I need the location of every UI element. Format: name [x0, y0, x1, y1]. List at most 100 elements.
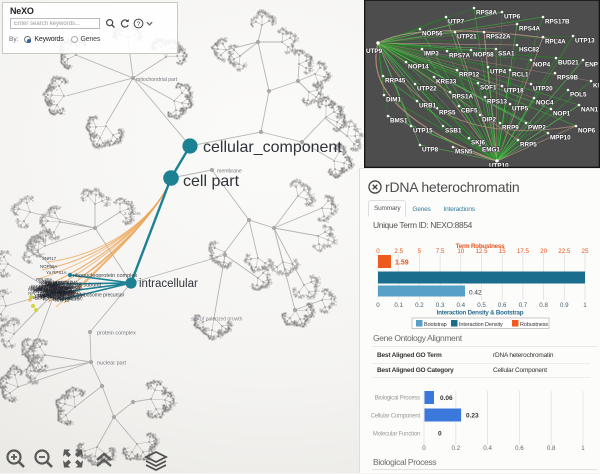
svg-text:IMP4: IMP4	[36, 285, 47, 290]
svg-text:RPS1A: RPS1A	[452, 94, 473, 101]
svg-text:RPL37A: RPL37A	[47, 283, 64, 288]
svg-text:DIP2: DIP2	[59, 286, 70, 291]
svg-text:GAR1: GAR1	[39, 293, 52, 298]
svg-text:MRT4: MRT4	[48, 284, 61, 289]
svg-text:KR: KR	[593, 83, 600, 90]
svg-text:PWP2: PWP2	[62, 295, 75, 300]
svg-text:NOP56: NOP56	[59, 290, 74, 296]
svg-text:RPS24B: RPS24B	[48, 281, 65, 286]
svg-text:RRP45: RRP45	[385, 78, 406, 85]
svg-text:0.6: 0.6	[515, 445, 524, 452]
svg-text:Cellular Component: Cellular Component	[371, 414, 421, 420]
svg-text:Robustness: Robustness	[520, 322, 548, 328]
svg-text:1: 1	[583, 302, 587, 309]
svg-text:mitochondrial part: mitochondrial part	[136, 77, 178, 83]
svg-text:SNU13: SNU13	[40, 294, 55, 299]
svg-text:RPS16: RPS16	[51, 289, 66, 295]
svg-text:UTP21: UTP21	[457, 34, 477, 41]
svg-text:NHP2: NHP2	[39, 284, 52, 289]
svg-text:RRP9: RRP9	[502, 125, 519, 132]
svg-text:UTP13: UTP13	[34, 287, 49, 292]
svg-text:UTP9: UTP9	[366, 48, 383, 55]
svg-text:25: 25	[582, 248, 589, 255]
svg-text:RPL23A: RPL23A	[68, 293, 85, 298]
svg-text:POL5: POL5	[570, 92, 587, 99]
svg-text:HSC82: HSC82	[519, 47, 540, 54]
svg-text:RPL4A: RPL4A	[43, 297, 57, 302]
svg-text:SOF1: SOF1	[41, 282, 53, 287]
svg-text:RPF2: RPF2	[61, 291, 73, 296]
svg-text:SNU13: SNU13	[50, 289, 65, 295]
svg-text:RRP9: RRP9	[49, 287, 62, 292]
svg-text:MSN5: MSN5	[455, 149, 473, 156]
svg-text:Molecular Function: Molecular Function	[373, 432, 420, 438]
svg-text:10: 10	[457, 248, 464, 255]
svg-text:SNR17: SNR17	[42, 256, 57, 261]
svg-text:GAR1: GAR1	[41, 293, 54, 299]
svg-text:NHP2: NHP2	[48, 284, 61, 289]
svg-text:IMP4: IMP4	[62, 286, 73, 291]
svg-text:RPL23A: RPL23A	[57, 289, 74, 295]
svg-text:SOF1: SOF1	[480, 85, 497, 92]
svg-text:RPL16B: RPL16B	[59, 289, 76, 294]
svg-text:NOG1: NOG1	[42, 292, 55, 298]
svg-text:SKI6: SKI6	[471, 140, 485, 147]
svg-text:12.5: 12.5	[475, 248, 488, 255]
svg-text:RPL11B: RPL11B	[63, 296, 80, 301]
svg-text:RPS17B: RPS17B	[545, 19, 570, 26]
svg-text:cell part: cell part	[183, 173, 240, 190]
svg-text:NOC4: NOC4	[536, 100, 554, 107]
svg-text:Interaction Density: Interaction Density	[459, 322, 503, 328]
svg-text:RPS4A: RPS4A	[519, 26, 540, 33]
svg-text:SNU13: SNU13	[33, 289, 48, 295]
svg-text:RRP12: RRP12	[57, 290, 72, 296]
svg-text:RRP12: RRP12	[459, 72, 480, 79]
svg-text:UTP4: UTP4	[45, 286, 57, 291]
svg-text:SSA1: SSA1	[498, 51, 515, 58]
svg-text:RPS13: RPS13	[47, 288, 62, 294]
svg-text:RPL8A: RPL8A	[58, 296, 72, 301]
svg-text:RPS8A: RPS8A	[68, 285, 83, 291]
svg-text:RPS8A: RPS8A	[476, 10, 497, 17]
svg-text:UTP4: UTP4	[490, 69, 507, 76]
svg-text:MRT4: MRT4	[45, 280, 58, 285]
svg-text:GAR1: GAR1	[60, 286, 73, 291]
svg-text:UTP7: UTP7	[448, 19, 465, 26]
svg-text:YTM1: YTM1	[50, 287, 62, 292]
svg-text:RPS8A: RPS8A	[49, 293, 64, 298]
svg-text:TIF6: TIF6	[51, 292, 61, 297]
svg-text:ribonucleoprotein complex: ribonucleoprotein complex	[73, 273, 137, 279]
svg-text:0.9: 0.9	[560, 302, 569, 309]
svg-text:RPS5: RPS5	[36, 287, 48, 292]
svg-text:EMG1: EMG1	[55, 286, 68, 291]
svg-text:IMP4: IMP4	[59, 292, 70, 297]
svg-text:7.5: 7.5	[436, 248, 445, 255]
svg-text:RRS1: RRS1	[42, 284, 55, 289]
svg-text:UTP22: UTP22	[417, 86, 437, 93]
svg-text:YTM1: YTM1	[34, 293, 46, 298]
svg-text:RPL8A: RPL8A	[67, 291, 81, 296]
svg-text:RPS13: RPS13	[67, 281, 82, 286]
svg-text:CBF5: CBF5	[54, 292, 66, 297]
svg-text:EMG1: EMG1	[482, 147, 500, 154]
svg-text:UTP18: UTP18	[504, 88, 524, 95]
svg-text:0: 0	[422, 445, 426, 452]
svg-text:0.3: 0.3	[436, 302, 445, 309]
svg-text:0.6: 0.6	[498, 302, 507, 309]
svg-text:NOP7: NOP7	[39, 280, 52, 285]
svg-text:17.5: 17.5	[517, 248, 530, 255]
svg-text:site of polarized growth: site of polarized growth	[191, 317, 243, 323]
svg-text:RPL25: RPL25	[43, 293, 57, 299]
svg-text:ENP1: ENP1	[585, 62, 600, 69]
svg-text:NAN1: NAN1	[581, 107, 599, 114]
svg-text:1: 1	[581, 445, 585, 452]
svg-text:NOG1: NOG1	[66, 289, 79, 294]
svg-text:RPF2: RPF2	[46, 287, 58, 292]
svg-text:RPL4A: RPL4A	[41, 289, 55, 294]
svg-text:RPL25: RPL25	[43, 289, 57, 295]
svg-text:RPS8A: RPS8A	[68, 294, 83, 300]
svg-text:NOP7: NOP7	[51, 295, 64, 300]
svg-text:DIP2: DIP2	[482, 117, 496, 124]
svg-text:BUD21: BUD21	[558, 60, 579, 67]
svg-text:NOP56: NOP56	[422, 31, 443, 38]
